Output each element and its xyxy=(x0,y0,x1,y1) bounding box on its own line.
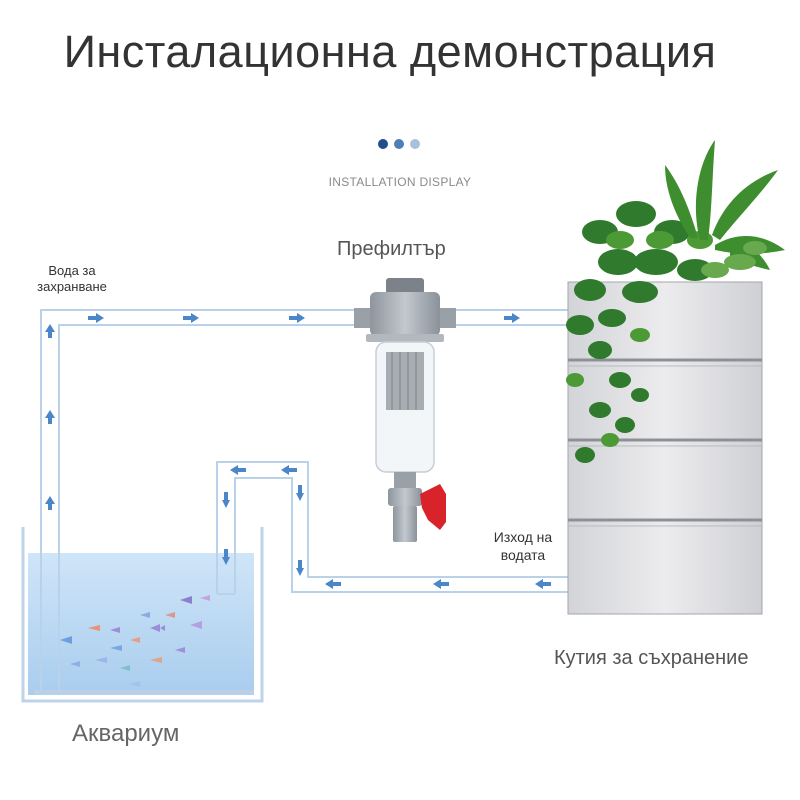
dot-1 xyxy=(378,139,388,149)
filter-drain-neck xyxy=(394,472,416,488)
drain-pipe xyxy=(393,506,417,542)
dot-2 xyxy=(394,139,404,149)
pipe-supply-outer xyxy=(40,309,360,690)
arrow-left-2 xyxy=(281,465,297,475)
outlet-port xyxy=(438,308,456,328)
aquarium-water xyxy=(28,553,254,695)
storage-box xyxy=(567,281,763,615)
storage-box-body xyxy=(567,281,763,615)
arrow-left-4 xyxy=(433,579,449,589)
arrow-down-return-1 xyxy=(296,485,304,501)
label-water-outlet-line-1: Изход на xyxy=(493,529,553,545)
storage-box-slats xyxy=(568,358,762,522)
arrow-right-1 xyxy=(88,313,104,323)
fish-school xyxy=(60,595,210,687)
label-storage-water-line-2: захранване xyxy=(37,279,107,294)
drain-valve-body xyxy=(388,488,422,506)
inlet-port xyxy=(354,308,372,328)
label-water-outlet-line-2: водата xyxy=(500,547,546,563)
arrow-left-1 xyxy=(230,465,246,475)
aquarium-floor xyxy=(34,690,254,695)
arrow-up-3 xyxy=(45,496,55,510)
label-storage-water-line-1: Вода за xyxy=(48,263,96,278)
page-subtitle: INSTALLATION DISPLAY xyxy=(328,175,472,189)
arrow-down-aquarium-1 xyxy=(222,492,230,508)
filter-head xyxy=(370,292,440,336)
page-title: Инсталационна демонстрация xyxy=(63,26,717,77)
flow-arrows xyxy=(45,313,551,589)
arrow-right-3 xyxy=(289,313,305,323)
aquarium-glass xyxy=(21,527,264,703)
arrow-down-return-2 xyxy=(296,560,304,576)
prefilter-device xyxy=(354,278,456,542)
label-storage-box: Кутия за съхранение xyxy=(554,647,749,669)
label-water-outlet: Изход на водата xyxy=(478,528,568,564)
pagination-dots xyxy=(378,139,420,149)
drain-valve-handle xyxy=(420,484,446,530)
arrow-right-4 xyxy=(504,313,520,323)
filter-ring xyxy=(366,334,444,342)
storage-box-highlights xyxy=(568,365,762,527)
pipe-return-inner xyxy=(234,477,568,594)
plants xyxy=(566,140,785,463)
label-storage-water: Вода за захранване xyxy=(22,263,122,295)
arrow-up-2 xyxy=(45,410,55,424)
label-aquarium: Аквариум xyxy=(72,720,180,747)
arrow-left-3 xyxy=(325,579,341,589)
dot-3 xyxy=(410,139,420,149)
filter-mesh-lines xyxy=(391,352,417,410)
pipe-supply-inner xyxy=(58,324,360,690)
filter-knob xyxy=(386,278,424,294)
arrow-down-aquarium-2 xyxy=(222,549,230,565)
pipes xyxy=(40,309,568,690)
label-prefilter: Префилтър xyxy=(337,238,446,260)
arrow-right-2 xyxy=(183,313,199,323)
arrow-up-1 xyxy=(45,324,55,338)
pipe-return-outer xyxy=(216,461,568,594)
arrow-left-5 xyxy=(535,579,551,589)
